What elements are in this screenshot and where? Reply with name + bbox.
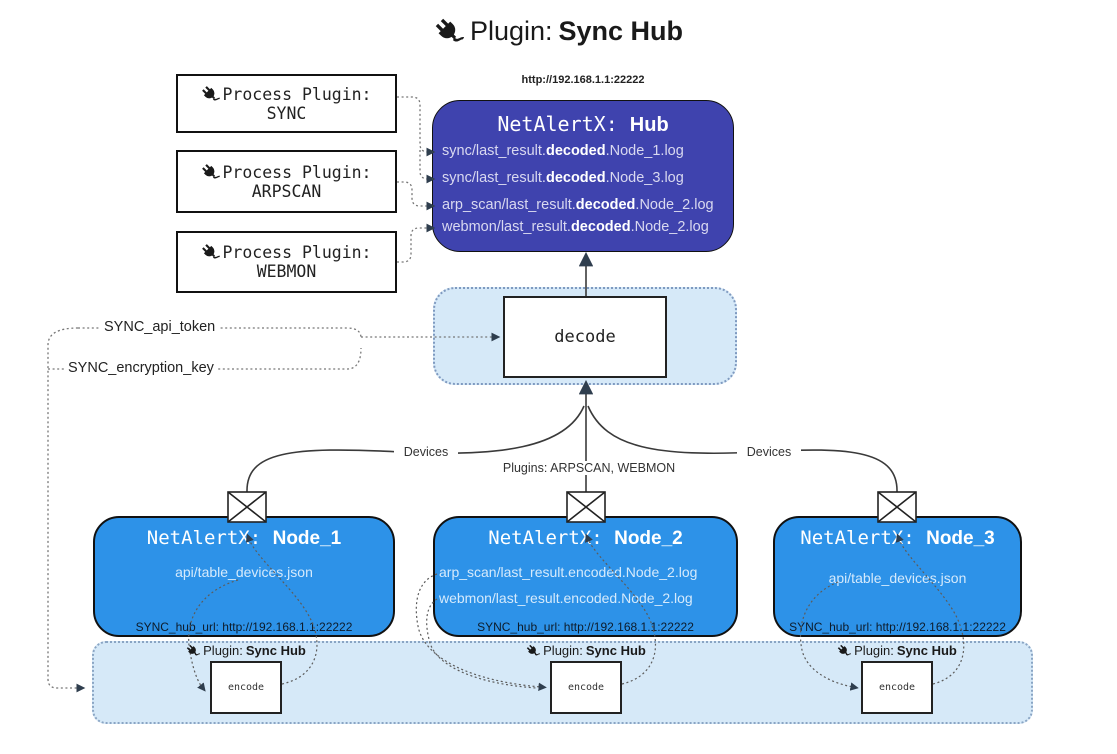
hub-title-bold: Hub — [629, 114, 669, 136]
edge-sync-to-hub-2 — [419, 150, 436, 184]
process-plugin-label: Process Plugin: — [222, 84, 372, 104]
node-1-box — [93, 516, 395, 637]
plug-icon — [434, 17, 464, 47]
process-plugin-sync: Process Plugin: SYNC — [176, 74, 397, 133]
edge-label-devices-right: Devices — [737, 445, 801, 459]
encode-box-3: encode — [861, 661, 933, 714]
page-title-bold: Sync Hub — [558, 16, 684, 46]
node-2-file: arp_scan/last_result.encoded.Node_2.log — [439, 564, 698, 580]
node-1-title: NetAlertX: Node_1 — [146, 527, 342, 549]
node-3-file: api/table_devices.json — [828, 570, 967, 586]
sync-encryption-key-label: SYNC_encryption_key — [64, 360, 218, 376]
process-plugin-label: Process Plugin: — [222, 243, 372, 262]
process-plugin-arpscan: Process Plugin: ARPSCAN — [176, 150, 397, 213]
plug-icon — [837, 644, 851, 658]
process-plugin-name: SYNC — [266, 103, 307, 123]
hub-url-label: http://192.168.1.1:22222 — [521, 74, 645, 86]
page-title: Plugin: Sync Hub — [0, 16, 1117, 47]
edge-label-devices-left: Devices — [394, 445, 458, 459]
node-2-file: webmon/last_result.encoded.Node_2.log — [439, 590, 693, 606]
node-2-title: NetAlertX: Node_2 — [488, 527, 683, 549]
hub-file-row: sync/last_result.decoded.Node_1.log — [442, 143, 684, 159]
plug-icon — [526, 644, 540, 658]
process-plugin-name: ARPSCAN — [251, 181, 322, 201]
plug-icon — [186, 644, 200, 658]
hub-box — [432, 100, 734, 252]
hub-file-row: arp_scan/last_result.decoded.Node_2.log — [442, 197, 714, 213]
process-plugin-label: Process Plugin: — [222, 162, 372, 182]
node-2-hub-url: SYNC_hub_url: http://192.168.1.1:22222 — [477, 620, 694, 634]
plug-icon — [201, 85, 220, 104]
encoder-plugin-label: Plugin: Sync Hub — [176, 643, 316, 658]
encoder-plugin-label: Plugin: Sync Hub — [516, 643, 656, 658]
encode-box-2: encode — [550, 661, 622, 714]
edge-webmon-to-hub — [397, 223, 436, 263]
plug-icon — [201, 163, 220, 182]
encode-box-1: encode — [210, 661, 282, 714]
node-1-file: api/table_devices.json — [175, 564, 313, 580]
node-3-title: NetAlertX: Node_3 — [800, 527, 995, 549]
node-3-hub-url: SYNC_hub_url: http://192.168.1.1:22222 — [789, 620, 1006, 634]
hub-title-prefix: NetAlertX: — [497, 112, 630, 136]
decode-box: decode — [503, 296, 667, 378]
node-1-hub-url: SYNC_hub_url: http://192.168.1.1:22222 — [135, 620, 353, 634]
process-plugin-webmon: Process Plugin: WEBMON — [176, 231, 397, 293]
hub-file-row: webmon/last_result.decoded.Node_2.log — [442, 219, 709, 235]
encoder-plugin-label: Plugin: Sync Hub — [827, 643, 967, 658]
process-plugin-name: WEBMON — [256, 262, 317, 281]
edge-settings-to-strip — [47, 327, 86, 693]
hub-title: NetAlertX: Hub — [432, 112, 734, 137]
edge-arpscan-to-hub — [397, 181, 436, 211]
hub-file-row: sync/last_result.decoded.Node_3.log — [442, 170, 684, 186]
edge-label-plugins: Plugins: ARPSCAN, WEBMON — [496, 461, 682, 475]
edge-sync-to-hub-1 — [397, 96, 436, 157]
sync-api-token-label: SYNC_api_token — [100, 319, 220, 335]
page-title-prefix: Plugin: — [469, 16, 553, 46]
plug-icon — [201, 243, 220, 262]
